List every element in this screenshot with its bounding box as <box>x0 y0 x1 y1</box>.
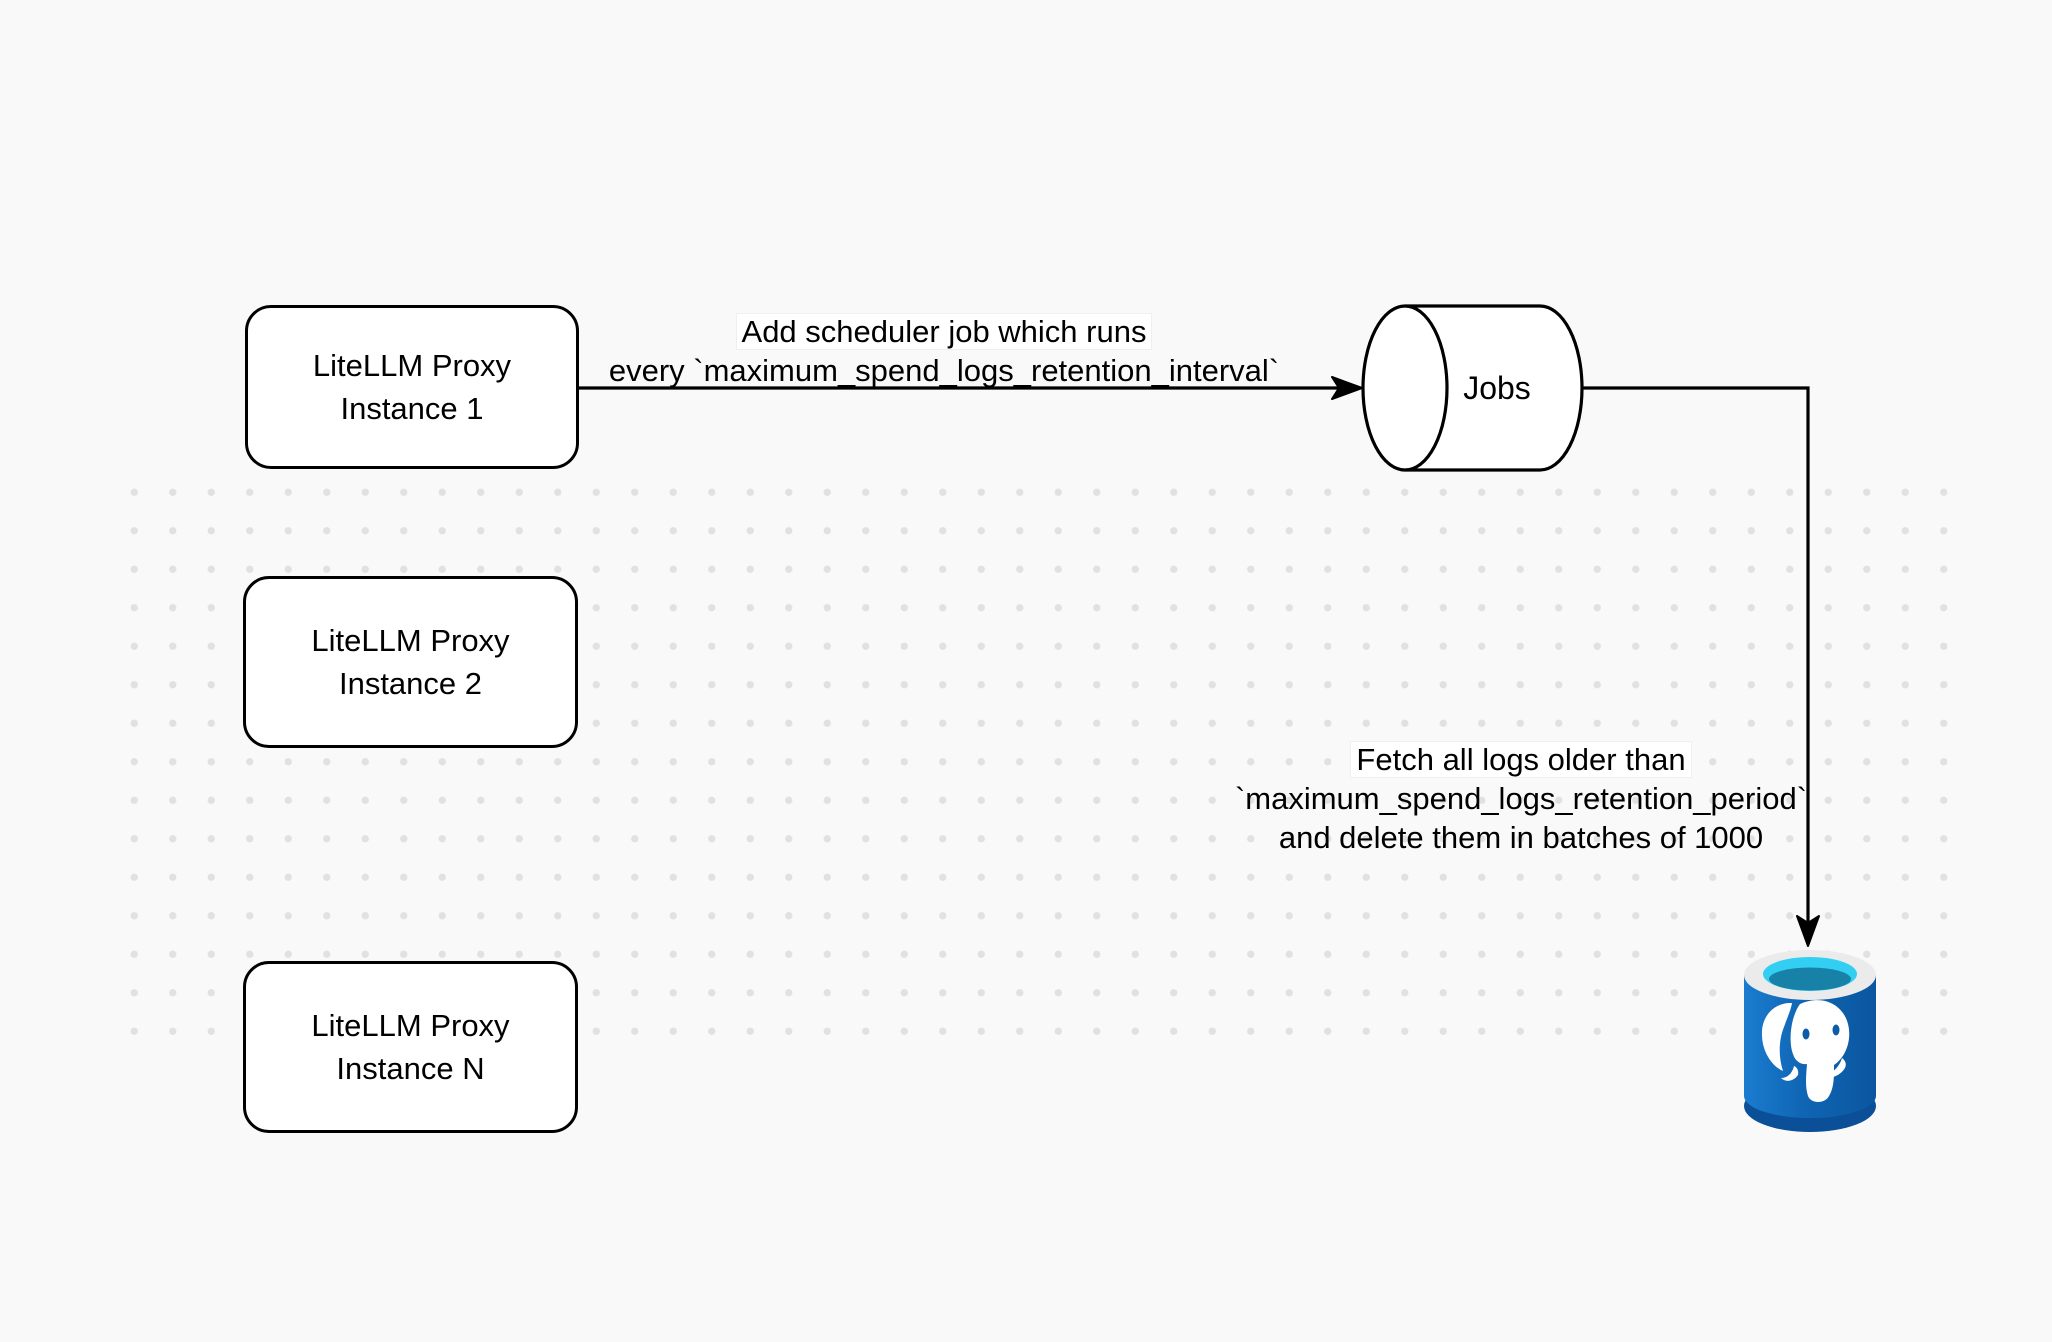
jobs-node-label: Jobs <box>1463 370 1531 406</box>
pg-elephant-eyes <box>1802 1024 1840 1040</box>
scheduler-edge-label-line1: Add scheduler job which runs <box>735 313 1153 350</box>
edge-fetch-arrow <box>1582 386 1820 947</box>
fetch-edge-label-line2: `maximum_spend_logs_retention_period` <box>1234 781 1808 816</box>
scheduler-edge-label: Add scheduler job which runs every `maxi… <box>564 312 1324 390</box>
edge-scheduler-arrow <box>574 376 1363 400</box>
node-label-line: LiteLLM Proxy <box>312 348 512 383</box>
arrowhead-down <box>1796 915 1820 947</box>
node-litellm-proxy-instance-n: LiteLLM Proxy Instance N <box>243 961 578 1133</box>
node-litellm-proxy-instance-2: LiteLLM Proxy Instance 2 <box>243 576 578 748</box>
node-label-line: LiteLLM Proxy <box>311 1008 510 1043</box>
fetch-edge-label-line3: and delete them in batches of 1000 <box>1278 820 1764 855</box>
scheduler-edge-label-line2: every `maximum_spend_logs_retention_inte… <box>608 353 1280 388</box>
fetch-edge-label: Fetch all logs older than `maximum_spend… <box>1171 740 1871 857</box>
pg-cylinder-liquid <box>1769 967 1851 991</box>
node-label-line: Instance 2 <box>338 666 483 701</box>
arrowhead-right <box>1331 376 1363 400</box>
postgresql-database-icon <box>1744 950 1876 1132</box>
node-litellm-proxy-instance-1: LiteLLM Proxy Instance 1 <box>245 305 579 469</box>
node-label-line: Instance 1 <box>340 391 484 426</box>
node-label-line: Instance N <box>336 1051 485 1086</box>
node-jobs-cylinder <box>1361 304 1584 472</box>
fetch-edge-label-line1: Fetch all logs older than <box>1350 741 1692 778</box>
node-label-line: LiteLLM Proxy <box>311 623 510 658</box>
